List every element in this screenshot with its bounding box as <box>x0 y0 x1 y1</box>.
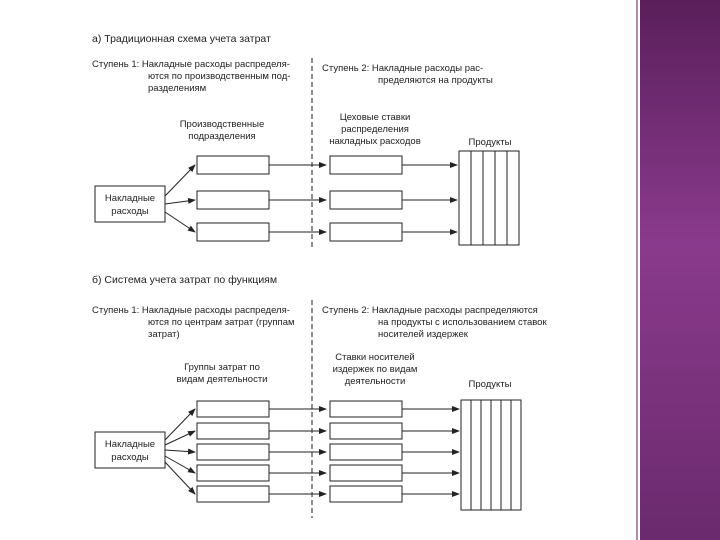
cost-accounting-diagram: а) Традиционная схема учета затрат Ступе… <box>92 33 547 518</box>
section-a-step1-line2: ются по производственным под- <box>148 71 290 82</box>
section-b-step2-line3: носителей издержек <box>378 329 469 340</box>
section-b-step1-line1: Ступень 1: Накладные расходы распределя- <box>92 305 290 316</box>
section-a-step1-line3: разделениям <box>148 83 206 94</box>
section-b-rate-box-4 <box>329 464 403 482</box>
section-b-col2-label-line1: Ставки носителей <box>335 352 414 363</box>
section-b-col3-label: Продукты <box>469 379 512 390</box>
section-a-col3-label: Продукты <box>469 137 512 148</box>
section-b-fan-arrow-4 <box>164 455 196 474</box>
section-a-step2-line1: Ступень 2: Накладные расходы рас- <box>322 63 483 74</box>
section-b-step1-line3: затрат) <box>148 329 180 340</box>
section-a-step2-line2: пределяются на продукты <box>378 75 493 86</box>
section-a-dept-box-2 <box>196 190 270 210</box>
section-a-col1-label-line2: подразделения <box>188 131 255 142</box>
section-a-col2-label-line1: Цеховые ставки <box>340 112 411 123</box>
section-a-dept-box-3 <box>196 222 270 242</box>
section-a-dept-box-1 <box>196 155 270 175</box>
section-b-rate-box-2 <box>329 422 403 440</box>
section-a-fan-arrow-1 <box>164 164 196 197</box>
section-a-source-label-line2: расходы <box>111 206 149 217</box>
section-a-rate-box-2 <box>329 190 403 210</box>
section-a-col2-label-line3: накладных расходов <box>329 136 421 147</box>
section-b-col2-label-line2: издержек по видам <box>333 364 418 375</box>
section-b-col2-label-line3: деятельности <box>345 376 406 387</box>
section-b-fan-arrow-3 <box>164 448 196 455</box>
section-a-title: а) Традиционная схема учета затрат <box>92 33 271 45</box>
section-b-col1-label-line1: Группы затрат по <box>184 362 260 373</box>
section-b-step1-line2: ются по центрам затрат (группам <box>148 317 295 328</box>
section-a-rate-box-3 <box>329 222 403 242</box>
section-b-col1-label-line2: видам деятельности <box>177 374 268 385</box>
section-b-source-label-line1: Накладные <box>105 439 155 450</box>
section-a-products-block <box>458 150 520 246</box>
section-b-pool-box-3 <box>196 443 270 461</box>
section-b-rate-box-1 <box>329 400 403 418</box>
section-b-pool-box-5 <box>196 485 270 503</box>
section-b-fan-arrow-2 <box>164 430 196 446</box>
section-b-title: б) Система учета затрат по функциям <box>92 274 277 286</box>
sidebar-edge <box>636 0 638 540</box>
section-a-col1-label-line1: Производственные <box>180 119 265 130</box>
section-a-source-label-line1: Накладные <box>105 193 155 204</box>
section-b-fan-arrow-1 <box>164 408 196 441</box>
section-a-col2-label-line2: распределения <box>341 124 409 135</box>
section-b-source-label-line2: расходы <box>111 452 149 463</box>
section-b-rate-box-5 <box>329 485 403 503</box>
section-a-fan-arrow-3 <box>164 211 196 233</box>
section-b-pool-box-2 <box>196 422 270 440</box>
section-b-pool-box-4 <box>196 464 270 482</box>
section-b-pool-box-1 <box>196 400 270 418</box>
section-a-rate-box-1 <box>329 155 403 175</box>
section-b-rate-box-3 <box>329 443 403 461</box>
section-b-fan-arrow-5 <box>164 461 196 495</box>
decorative-sidebar <box>640 0 720 540</box>
section-b-step2-line2: на продукты с использованием ставок <box>378 317 547 328</box>
section-a-fan-arrow-2 <box>164 197 196 205</box>
section-b-step2-line1: Ступень 2: Накладные расходы распределяю… <box>322 305 538 316</box>
section-a-step1-line1: Ступень 1: Накладные расходы распределя- <box>92 59 290 70</box>
